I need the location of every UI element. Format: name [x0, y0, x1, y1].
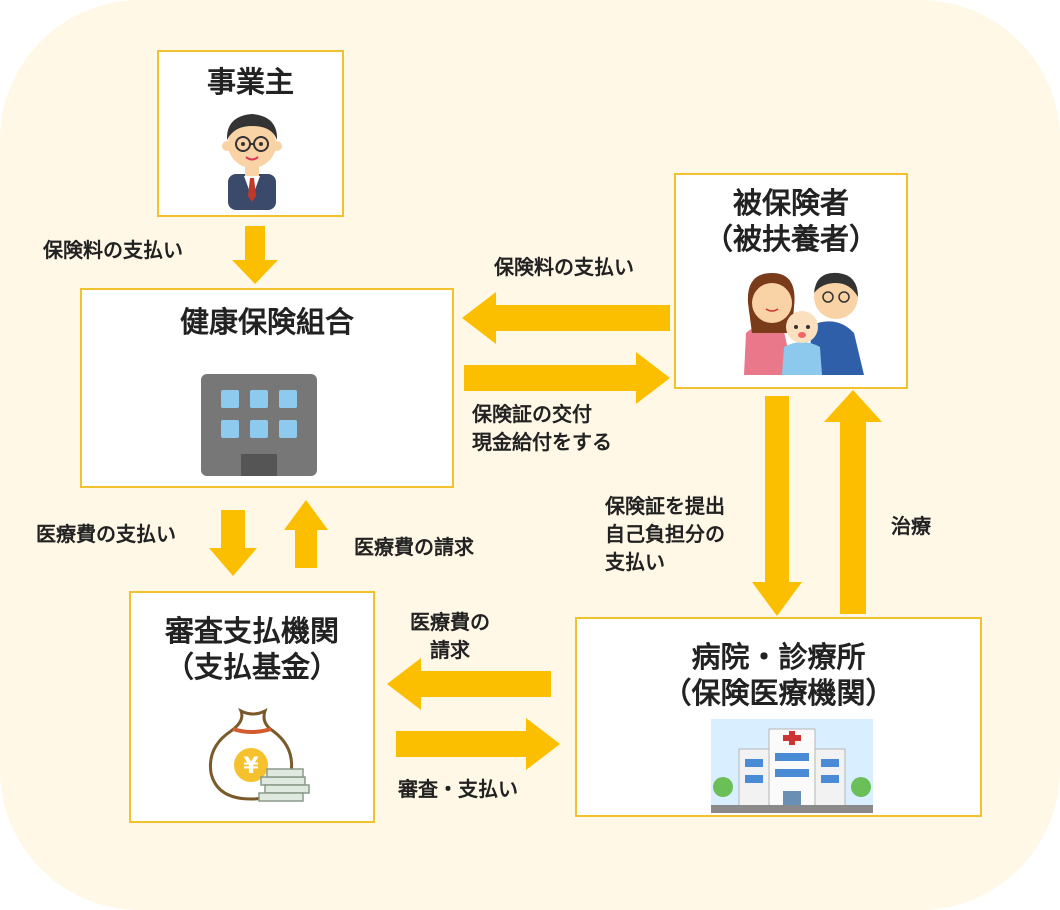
reviewer-to-insurer-label: 医療費の請求 — [354, 535, 474, 559]
employer-title: 事業主 — [206, 65, 294, 99]
insurer-node: 健康保険組合 — [80, 288, 454, 488]
reviewer-to-hospital-arrow — [396, 718, 560, 770]
insured-to-hospital-label: 保険証を提出 自己負担分の 支払い — [605, 494, 725, 574]
money-bag-yen-icon: ¥ — [208, 707, 310, 802]
reviewer-to-hospital-label: 審査・支払い — [398, 777, 518, 801]
insurer-to-reviewer-arrow — [209, 510, 257, 576]
insured-to-hospital-arrow — [752, 396, 802, 616]
insured-to-insurer-arrow — [462, 292, 670, 344]
family-icon — [744, 272, 864, 375]
employer-to-insurer-label: 保険料の支払い — [43, 238, 183, 262]
insurer-title: 健康保険組合 — [179, 305, 354, 339]
svg-text:¥: ¥ — [243, 754, 259, 779]
reviewer-node: 審査支払機関 （支払基金） ¥ — [129, 591, 375, 823]
reviewer-title: 審査支払機関 （支払基金） — [164, 614, 339, 684]
insurer-to-reviewer-label: 医療費の支払い — [36, 522, 176, 546]
insurer-to-insured-label: 保険証の交付 現金給付をする — [472, 402, 612, 454]
hospital-node: 病院・診療所 （保険医療機関） — [575, 617, 982, 817]
hospital-to-insured-label: 治療 — [891, 514, 931, 538]
reviewer-to-insurer-arrow — [284, 500, 328, 568]
employer-node: 事業主 — [157, 50, 344, 217]
hospital-building-icon — [711, 719, 873, 813]
hospital-to-reviewer-label: 医療費の 請求 — [410, 610, 490, 662]
hospital-to-insured-arrow — [824, 390, 882, 614]
office-building-icon — [201, 374, 317, 476]
insured-to-insurer-label: 保険料の支払い — [494, 255, 634, 279]
hospital-to-reviewer-arrow — [387, 658, 551, 710]
insured-title: 被保険者 （被扶養者） — [703, 186, 878, 256]
employer-to-insurer-arrow — [232, 226, 278, 284]
hospital-title: 病院・診療所 （保険医療機関） — [662, 640, 895, 710]
insured-node: 被保険者 （被扶養者） — [674, 173, 908, 389]
insurer-to-insured-arrow — [464, 352, 670, 404]
businessman-icon — [222, 114, 282, 210]
